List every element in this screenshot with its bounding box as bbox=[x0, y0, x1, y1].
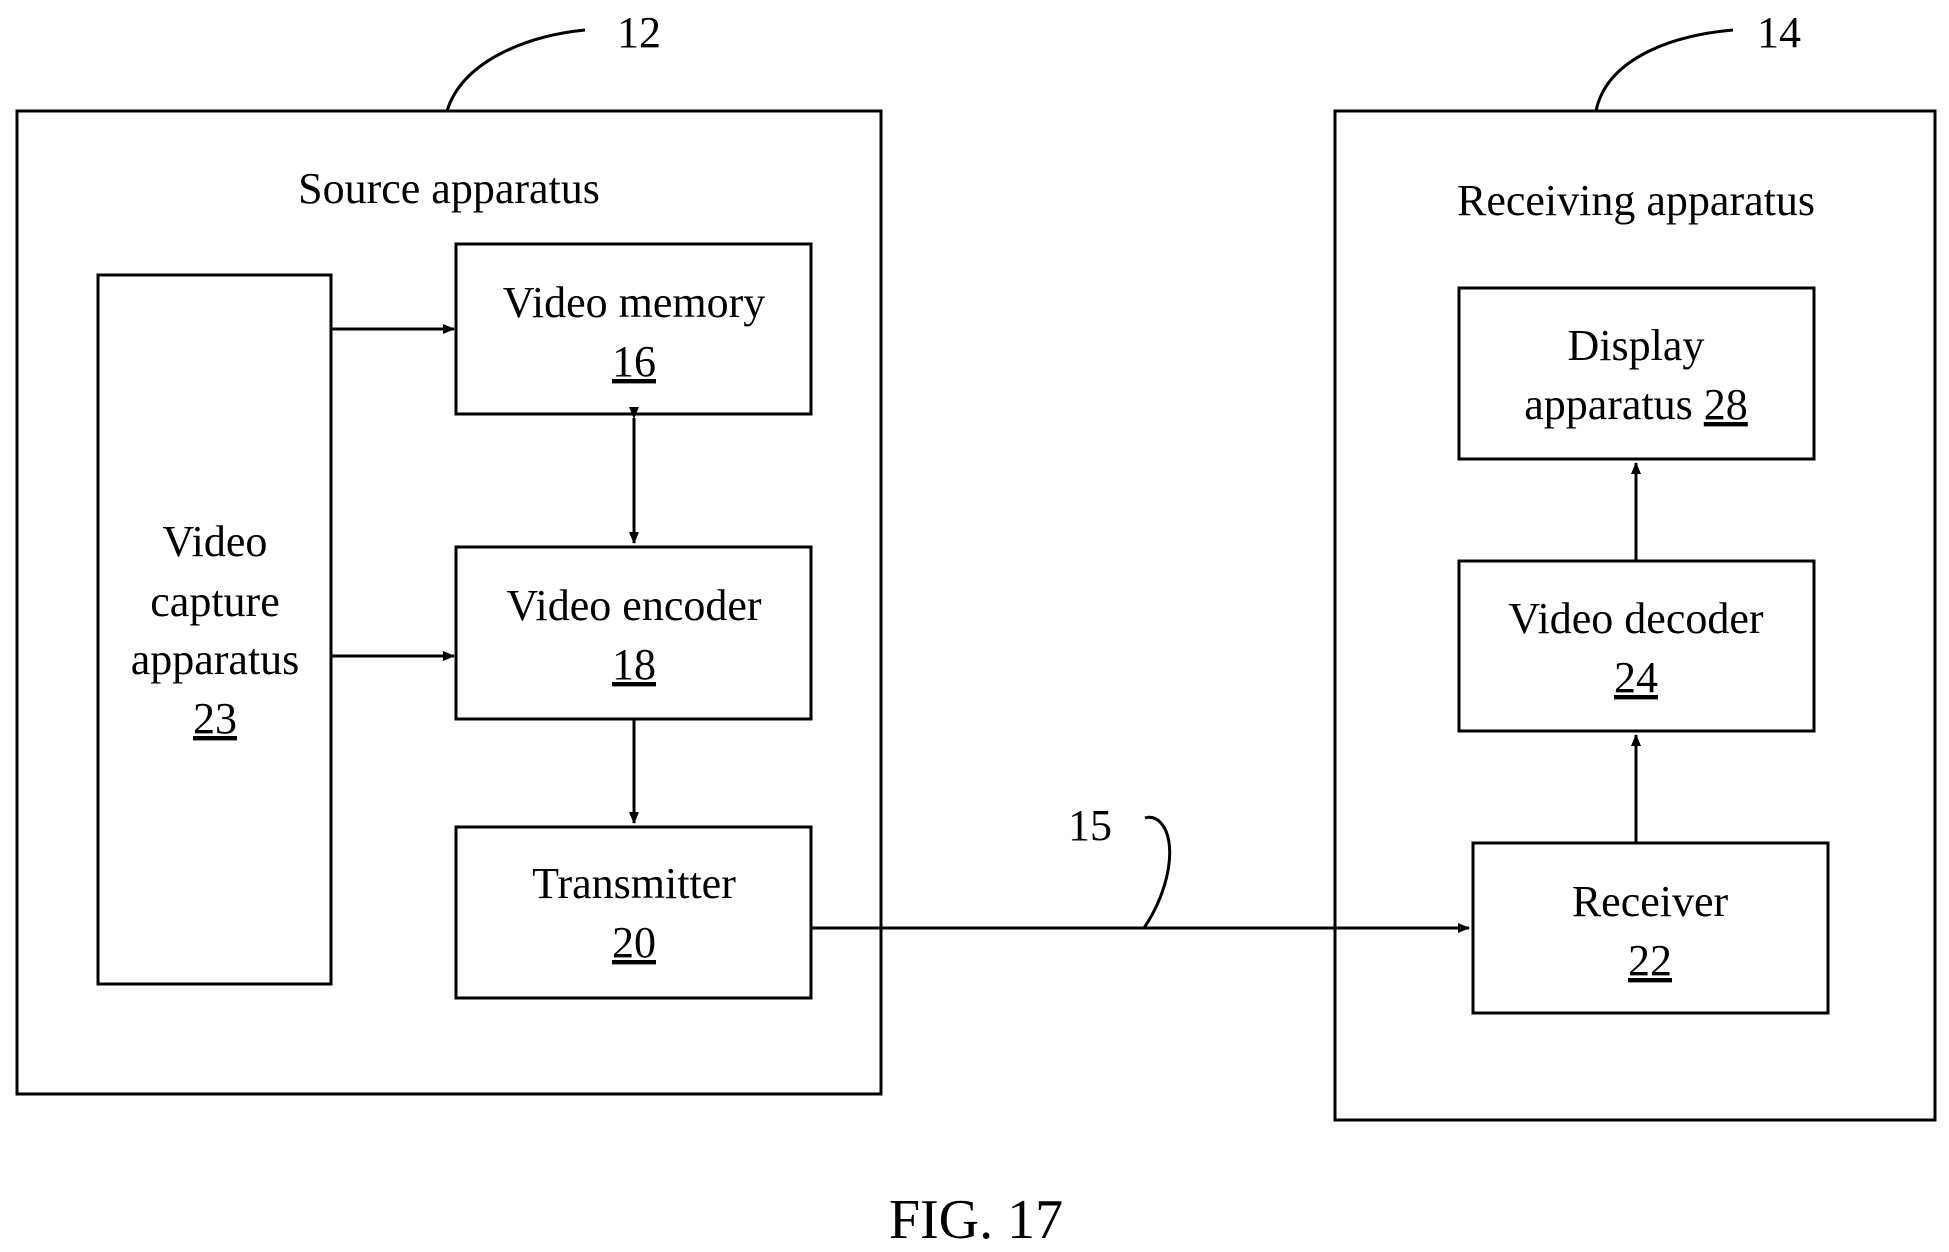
transmitter-label: Transmitter bbox=[532, 859, 736, 908]
transmitter-box bbox=[456, 827, 811, 998]
display-apparatus-box bbox=[1459, 288, 1814, 459]
video-capture-number: 23 bbox=[193, 694, 237, 743]
video-memory-number: 16 bbox=[612, 337, 656, 386]
video-decoder-number: 24 bbox=[1614, 653, 1658, 702]
video-memory-box bbox=[456, 244, 811, 414]
source-ref-leader bbox=[447, 30, 585, 111]
video-capture-label-line1: Video bbox=[163, 517, 268, 566]
video-capture-label-line3: apparatus bbox=[131, 635, 300, 684]
video-encoder-box bbox=[456, 547, 811, 719]
receiver-label: Receiver bbox=[1572, 877, 1729, 926]
receiving-ref-number: 14 bbox=[1757, 8, 1801, 57]
display-apparatus-number: 28 bbox=[1704, 380, 1748, 429]
video-encoder-label: Video encoder bbox=[506, 581, 761, 630]
figure-caption: FIG. 17 bbox=[889, 1189, 1063, 1251]
source-apparatus-title: Source apparatus bbox=[298, 164, 600, 213]
video-encoder-number: 18 bbox=[612, 640, 656, 689]
receiver-number: 22 bbox=[1628, 936, 1672, 985]
link-ref-number: 15 bbox=[1068, 801, 1112, 850]
video-decoder-label: Video decoder bbox=[1508, 594, 1763, 643]
video-decoder-box bbox=[1459, 561, 1814, 731]
source-ref-number: 12 bbox=[617, 8, 661, 57]
link-ref-leader bbox=[1144, 817, 1170, 928]
display-apparatus-label-line1: Display bbox=[1568, 321, 1705, 370]
video-memory-label: Video memory bbox=[503, 278, 766, 327]
display-apparatus-label-word: apparatus bbox=[1524, 380, 1693, 429]
display-apparatus-label-line2: apparatus 28 bbox=[1524, 380, 1748, 429]
receiving-ref-leader bbox=[1596, 30, 1733, 111]
receiver-box bbox=[1473, 843, 1828, 1013]
transmitter-number: 20 bbox=[612, 918, 656, 967]
video-capture-box bbox=[98, 275, 331, 984]
receiving-apparatus-title: Receiving apparatus bbox=[1457, 176, 1815, 225]
video-capture-label-line2: capture bbox=[150, 577, 279, 626]
